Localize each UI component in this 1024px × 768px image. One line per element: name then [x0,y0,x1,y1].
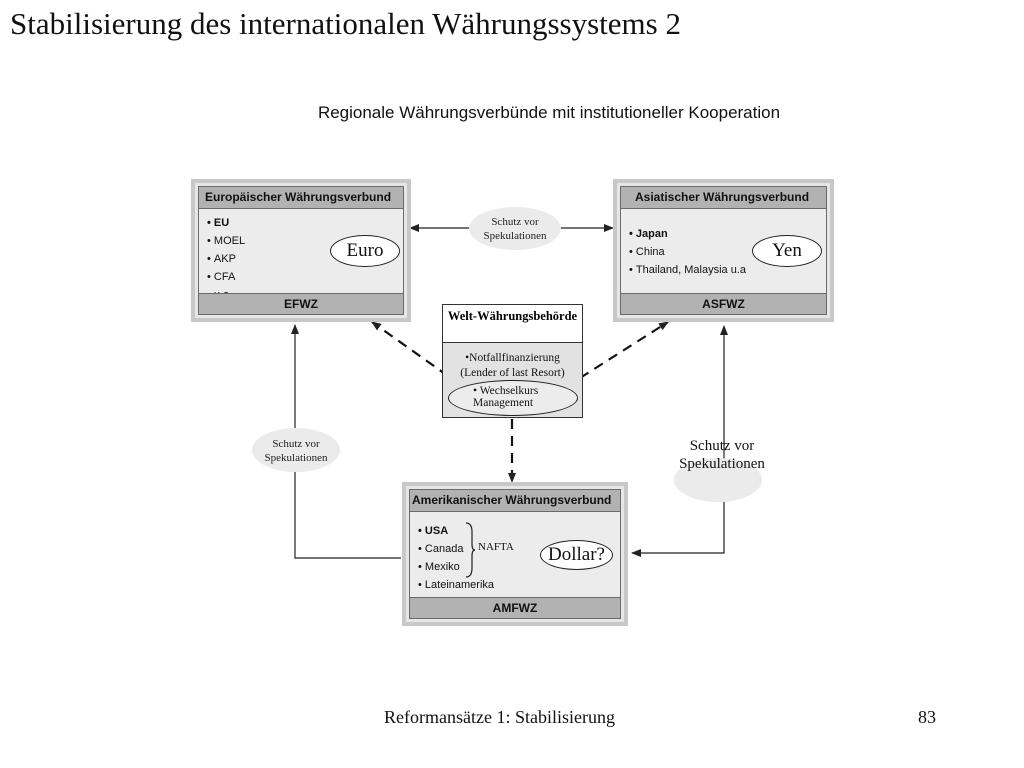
nafta-label: NAFTA [478,541,514,553]
dashed-arrow-europe [371,321,449,377]
exchange-rate-item: • Wechselkurs Management [473,385,539,409]
exchange-rate-oval [448,380,578,416]
euro-currency-oval: Euro [330,235,400,267]
nafta-bracket-icon [465,522,476,578]
asia-header: Asiatischer Währungsverbund [621,187,826,209]
dollar-currency-oval: Dollar? [540,540,613,570]
list-item: Lateinamerika [418,576,494,594]
emergency-financing-text: Notfallfinanzierung (Lender of last Reso… [460,352,565,379]
america-block: Amerikanischer Währungsverbund USA Canad… [402,482,628,626]
dashed-arrow-asia [579,321,669,379]
protection-label-top-text: Schutz vor Spekulationen [483,216,547,242]
protection-label-right-text: Schutz vor Spekulationen [679,438,765,472]
page-number: 83 [918,707,936,727]
list-item: Mexiko [418,558,494,576]
list-item: EU [207,214,245,232]
america-footer: AMFWZ [410,597,620,618]
emergency-financing-item: •Notfallfinanzierung (Lender of last Res… [460,352,565,379]
list-item: CFA [207,268,245,286]
list-item: AKP [207,250,245,268]
asia-footer: ASFWZ [621,293,826,314]
protection-label-right-bg [674,458,762,502]
list-item: MOEL [207,232,245,250]
europe-footer: EFWZ [199,293,403,314]
list-item: China [629,243,746,261]
footer-text: Reformansätze 1: Stabilisierung [384,707,615,727]
protection-label-top: Schutz vor Spekulationen [469,207,561,250]
diagram-title: Regionale Währungsverbünde mit instituti… [317,103,781,122]
world-authority-title: Welt-Währungsbehörde [443,305,582,343]
america-list: USA Canada Mexiko Lateinamerika [418,522,494,594]
protection-label-left-text: Schutz vor Spekulationen [264,438,328,464]
slide-title: Stabilisierung des internationalen Währu… [10,6,681,41]
protection-label-left: Schutz vor Spekulationen [252,428,340,472]
asia-list: Japan China Thailand, Malaysia u.a [629,225,746,279]
left-connector [291,324,401,559]
yen-currency-oval: Yen [752,235,822,267]
list-item: Canada [418,540,494,558]
list-item: Japan [629,225,746,243]
world-authority-box: Welt-Währungsbehörde •Notfallfinanzierun… [442,304,583,418]
europe-list: EU MOEL AKP CFA u.a [207,214,245,304]
america-header: Amerikanischer Währungsverbund [410,490,620,512]
list-item: Thailand, Malaysia u.a [629,261,746,279]
exchange-rate-text: Wechselkurs Management [473,385,539,409]
asia-block: Asiatischer Währungsverbund Japan China … [613,179,834,322]
europe-header: Europäischer Währungsverbund [199,187,403,209]
list-item: USA [418,522,494,540]
